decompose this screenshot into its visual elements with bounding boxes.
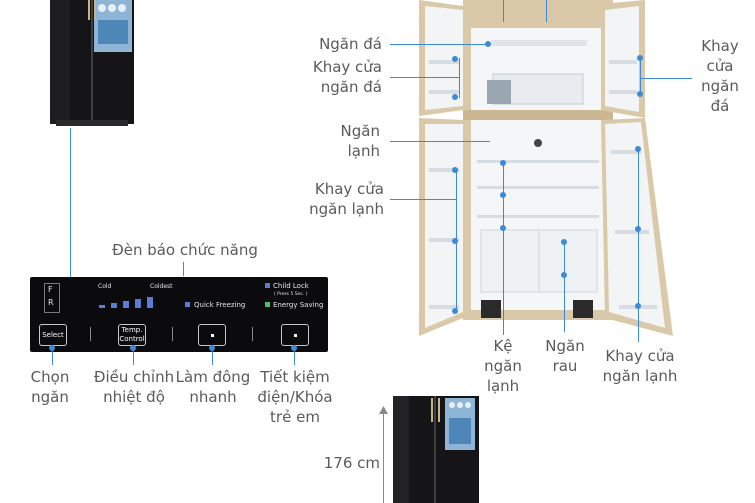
panel-divider xyxy=(172,327,173,341)
open-fridge-illustration xyxy=(419,0,673,336)
connector-line xyxy=(52,345,53,365)
pointer-dot xyxy=(561,239,567,245)
panel-quick-freezing: Quick Freezing xyxy=(194,301,246,309)
select-compartment-label: Chọn ngăn xyxy=(30,368,70,406)
connector-line xyxy=(133,345,134,365)
pointer-dot xyxy=(130,345,136,351)
panel-row-r: R xyxy=(48,298,54,307)
child-lock-indicator xyxy=(265,283,270,288)
panel-row-f: F xyxy=(48,285,53,294)
connector-line xyxy=(390,199,456,200)
connector-line xyxy=(503,0,504,22)
pointer-dot xyxy=(637,91,643,97)
adjust-temp-label: Điều chỉnh nhiệt độ xyxy=(93,368,175,406)
panel-divider xyxy=(252,327,253,341)
fridge-door-tray-bottom-label: Khay cửa ngăn lạnh xyxy=(602,347,678,385)
pointer-dot xyxy=(452,94,458,100)
connector-line xyxy=(212,345,213,365)
height-arrow-line xyxy=(383,412,384,503)
ice-compartment-label: Ngăn đá xyxy=(319,35,382,53)
vegetable-drawer-label: Ngăn rau xyxy=(545,337,585,375)
pointer-dot xyxy=(452,167,458,173)
select-button-label: Select xyxy=(42,330,64,339)
connector-line xyxy=(564,242,565,332)
pointer-dot xyxy=(561,272,567,278)
connector-line xyxy=(640,56,641,94)
compartment-indicator-box xyxy=(44,283,60,313)
pointer-dot xyxy=(500,192,506,198)
connector-line xyxy=(294,345,295,365)
connector-line xyxy=(390,77,460,78)
connector-line xyxy=(459,58,460,98)
select-button[interactable]: Select xyxy=(39,324,67,346)
connector-line xyxy=(390,141,490,142)
pointer-dot xyxy=(452,308,458,314)
ice-door-tray-left-label: Khay cửa ngăn đá xyxy=(312,58,382,96)
connector-line xyxy=(183,262,184,276)
pointer-dot xyxy=(209,345,215,351)
pointer-dot xyxy=(485,41,491,47)
pointer-dot xyxy=(500,225,506,231)
arrow-up-icon xyxy=(379,406,388,414)
connector-line xyxy=(70,128,71,277)
panel-divider xyxy=(90,327,91,341)
connector-line xyxy=(390,44,488,45)
quick-freeze-button[interactable] xyxy=(198,324,226,346)
quick-freezing-indicator xyxy=(185,302,190,307)
pointer-dot xyxy=(452,56,458,62)
panel-cold: Cold xyxy=(98,283,112,290)
fridge-thumbnail-bottom xyxy=(393,396,479,503)
pointer-dot xyxy=(49,345,55,351)
fridge-door-tray-left-label: Khay cửa ngăn lạnh xyxy=(309,180,384,218)
panel-press-hint: ( Press 5 Sec. ) xyxy=(274,292,308,297)
dot-icon xyxy=(210,333,214,337)
pointer-dot xyxy=(500,160,506,166)
fridge-compartment-label: Ngăn lạnh xyxy=(340,122,380,160)
height-label: 176 cm xyxy=(323,454,380,472)
fridge-thumbnail-top xyxy=(50,0,134,126)
panel-energy-saving: Energy Saving xyxy=(273,301,324,309)
pointer-dot xyxy=(635,303,641,309)
shelf-label: Kệ ngăn lạnh xyxy=(484,337,522,395)
connector-line xyxy=(546,0,547,22)
connector-line xyxy=(640,78,692,79)
pointer-dot xyxy=(637,55,643,61)
dot-icon xyxy=(293,333,297,337)
pointer-dot xyxy=(452,238,458,244)
connector-line xyxy=(638,148,639,342)
ice-door-tray-right-label: Khay cửa ngăn đá xyxy=(701,37,739,115)
pointer-dot xyxy=(291,345,297,351)
panel-child-lock: Child Lock xyxy=(273,282,309,290)
energy-saving-indicator xyxy=(265,302,270,307)
quick-freeze-label: Làm đông nhanh xyxy=(175,368,251,406)
function-indicator-label: Đèn báo chức năng xyxy=(112,241,258,259)
control-panel: F R Cold Coldest Quick Freezing Child Lo… xyxy=(30,277,328,352)
temp-control-button-label: Temp. Control xyxy=(119,326,145,343)
temp-control-button[interactable]: Temp. Control xyxy=(118,324,146,346)
panel-coldest: Coldest xyxy=(150,283,173,290)
energy-child-lock-button[interactable] xyxy=(281,324,309,346)
connector-line xyxy=(503,160,504,335)
temperature-level-bars xyxy=(99,297,153,308)
pointer-dot xyxy=(635,226,641,232)
energy-child-lock-label: Tiết kiệm điện/Khóa trẻ em xyxy=(257,368,333,426)
pointer-dot xyxy=(635,146,641,152)
